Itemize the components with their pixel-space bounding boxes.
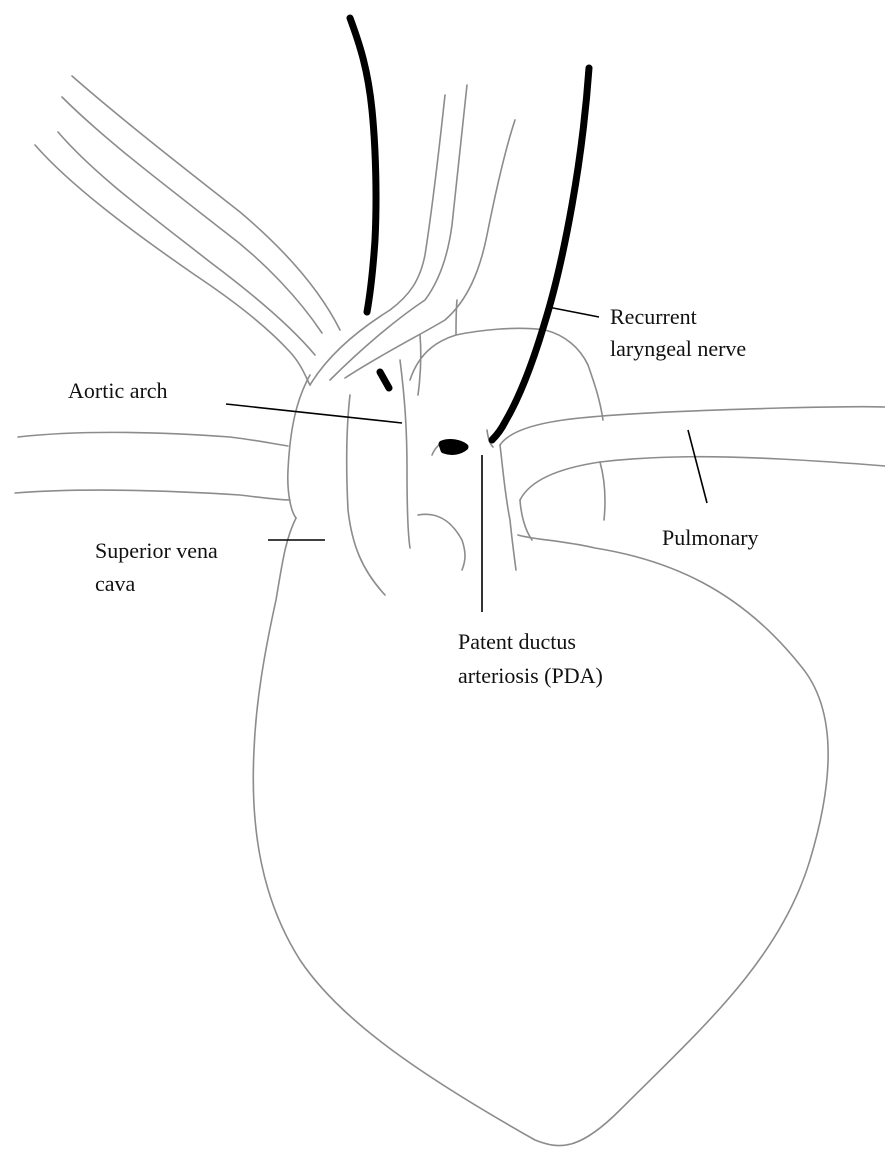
recurrent-laryngeal-nerve-loop <box>442 443 465 452</box>
aortic-arch-right <box>588 365 603 420</box>
brachiocephalic-vessel-3 <box>62 97 322 333</box>
descending-aorta-left <box>400 360 410 548</box>
left-vessel-upper-2 <box>15 490 290 500</box>
aorta-lower-curve <box>418 514 465 570</box>
aortic-arch-top <box>456 328 588 365</box>
superior-vena-cava-outline <box>288 375 310 518</box>
brachiocephalic-vessel-1 <box>35 145 310 385</box>
aorta-inner-right <box>418 335 421 395</box>
carotid-vessel-2 <box>330 85 467 380</box>
leader-recurrent-nerve <box>548 307 599 317</box>
label-svc-line2: cava <box>95 571 136 596</box>
left-atrium-outline <box>600 462 605 520</box>
brachiocephalic-vessel-2 <box>58 132 315 355</box>
label-recurrent-laryngeal-nerve: Recurrent laryngeal nerve <box>610 304 746 361</box>
label-pulmonary: Pulmonary <box>662 525 759 550</box>
recurrent-laryngeal-nerve-left <box>350 18 376 312</box>
pulmonary-trunk-left <box>500 445 516 570</box>
label-svc-line1: Superior vena <box>95 538 218 563</box>
label-pda-line1: Patent ductus <box>458 629 576 654</box>
label-pda-line2: arteriosis (PDA) <box>458 663 603 688</box>
aortic-arch-outline <box>410 300 457 380</box>
label-superior-vena-cava: Superior vena cava <box>95 538 223 596</box>
pulmonary-artery-upper <box>500 407 885 445</box>
left-vessel-upper-1 <box>18 432 288 446</box>
pulmonary-artery-lower <box>520 457 885 500</box>
label-recurrent-line2: laryngeal nerve <box>610 336 746 361</box>
leader-aortic-arch <box>226 404 402 423</box>
pulmonary-trunk-right <box>520 500 532 540</box>
label-recurrent-line1: Recurrent <box>610 304 697 329</box>
carotid-vessel-3 <box>345 120 515 378</box>
superior-vena-cava-inner <box>347 395 385 595</box>
brachiocephalic-vessel-4 <box>72 76 340 330</box>
heart-outline <box>253 518 828 1146</box>
leader-pulmonary <box>688 430 707 503</box>
label-aortic-arch: Aortic arch <box>68 378 168 403</box>
recurrent-laryngeal-nerve-left-segment <box>380 372 389 388</box>
label-patent-ductus-arteriosis: Patent ductus arteriosis (PDA) <box>458 629 603 688</box>
recurrent-laryngeal-nerve-right <box>492 68 589 440</box>
